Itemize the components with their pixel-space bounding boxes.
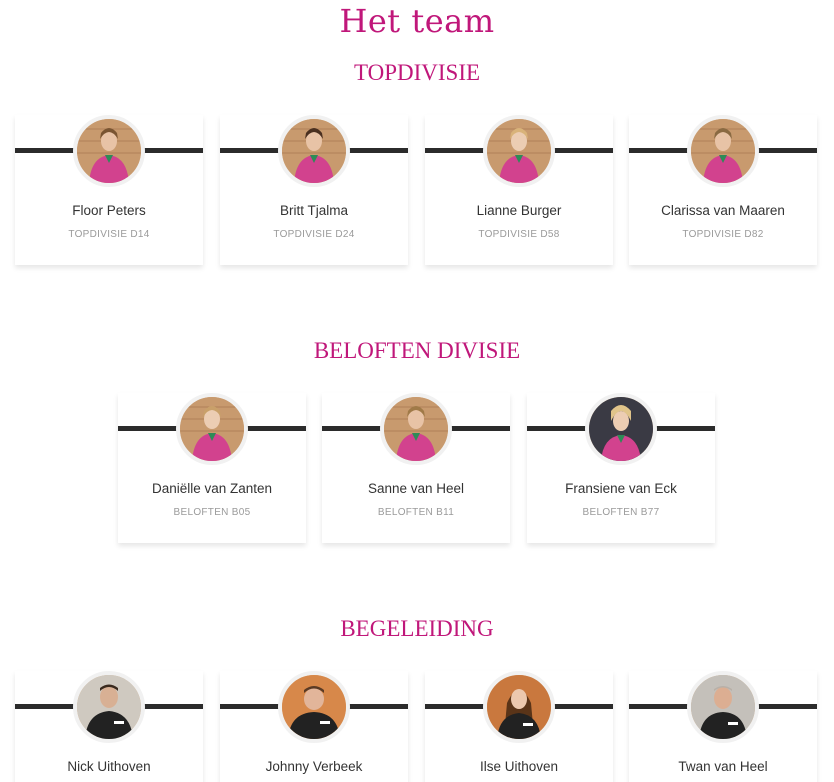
section-title-beloften-divisie: BELOFTEN DIVISIE bbox=[313, 338, 521, 363]
divider-line bbox=[629, 148, 691, 153]
member-card[interactable]: Johnny Verbeek bbox=[220, 671, 408, 782]
divider-line bbox=[755, 704, 817, 709]
avatar[interactable] bbox=[73, 115, 145, 187]
divider-line bbox=[118, 426, 180, 431]
divider-line bbox=[551, 148, 613, 153]
member-name: Twan van Heel bbox=[678, 759, 768, 774]
avatar[interactable] bbox=[73, 671, 145, 743]
avatar[interactable] bbox=[278, 671, 350, 743]
divider-line bbox=[425, 704, 487, 709]
avatar[interactable] bbox=[483, 671, 555, 743]
avatar[interactable] bbox=[278, 115, 350, 187]
divider-line bbox=[551, 704, 613, 709]
divider-line bbox=[425, 148, 487, 153]
member-name: Johnny Verbeek bbox=[265, 759, 363, 774]
divider-line bbox=[220, 704, 282, 709]
member-role: BELOFTEN B05 bbox=[173, 507, 251, 518]
member-name: Sanne van Heel bbox=[367, 481, 465, 496]
member-name: Daniëlle van Zanten bbox=[151, 481, 273, 496]
member-card[interactable]: Nick Uithoven bbox=[15, 671, 203, 782]
member-role: TOPDIVISIE D24 bbox=[273, 229, 355, 240]
divider-line bbox=[653, 426, 715, 431]
divider-line bbox=[141, 704, 203, 709]
member-name: Clarissa van Maaren bbox=[661, 203, 785, 218]
member-name: Britt Tjalma bbox=[279, 203, 348, 218]
divider-line bbox=[527, 426, 589, 431]
divider-line bbox=[141, 148, 203, 153]
member-name: Floor Peters bbox=[72, 203, 146, 218]
avatar[interactable] bbox=[380, 393, 452, 465]
member-role: TOPDIVISIE D14 bbox=[68, 229, 150, 240]
divider-line bbox=[629, 704, 691, 709]
member-name: Lianne Burger bbox=[476, 203, 562, 218]
member-role: TOPDIVISIE D58 bbox=[478, 229, 560, 240]
section-title-topdivisie: TOPDIVISIE bbox=[353, 60, 481, 85]
member-card[interactable]: Britt Tjalma TOPDIVISIE D24 bbox=[220, 115, 408, 265]
member-role: BELOFTEN B11 bbox=[377, 507, 455, 518]
member-role: TOPDIVISIE D82 bbox=[682, 229, 764, 240]
avatar[interactable] bbox=[483, 115, 555, 187]
divider-line bbox=[220, 148, 282, 153]
member-card[interactable]: Sanne van Heel BELOFTEN B11 bbox=[322, 393, 510, 543]
divider-line bbox=[346, 704, 408, 709]
member-card[interactable]: Fransiene van Eck BELOFTEN B77 bbox=[527, 393, 715, 543]
member-name: Fransiene van Eck bbox=[565, 481, 677, 496]
divider-line bbox=[322, 426, 384, 431]
divider-line bbox=[448, 426, 510, 431]
member-card[interactable]: Clarissa van Maaren TOPDIVISIE D82 bbox=[629, 115, 817, 265]
avatar[interactable] bbox=[176, 393, 248, 465]
member-card[interactable]: Floor Peters TOPDIVISIE D14 bbox=[15, 115, 203, 265]
member-card[interactable]: Twan van Heel bbox=[629, 671, 817, 782]
member-card[interactable]: Daniëlle van Zanten BELOFTEN B05 bbox=[118, 393, 306, 543]
member-card[interactable]: Ilse Uithoven bbox=[425, 671, 613, 782]
member-name: Ilse Uithoven bbox=[479, 759, 559, 774]
member-role: BELOFTEN B77 bbox=[582, 507, 660, 518]
member-name: Nick Uithoven bbox=[67, 759, 151, 774]
member-card[interactable]: Lianne Burger TOPDIVISIE D58 bbox=[425, 115, 613, 265]
divider-line bbox=[15, 148, 77, 153]
divider-line bbox=[244, 426, 306, 431]
avatar[interactable] bbox=[687, 671, 759, 743]
avatar[interactable] bbox=[687, 115, 759, 187]
divider-line bbox=[346, 148, 408, 153]
divider-line bbox=[755, 148, 817, 153]
divider-line bbox=[15, 704, 77, 709]
section-title-begeleiding: BEGELEIDING bbox=[340, 616, 494, 641]
page-title: Het team bbox=[339, 2, 495, 40]
avatar[interactable] bbox=[585, 393, 657, 465]
